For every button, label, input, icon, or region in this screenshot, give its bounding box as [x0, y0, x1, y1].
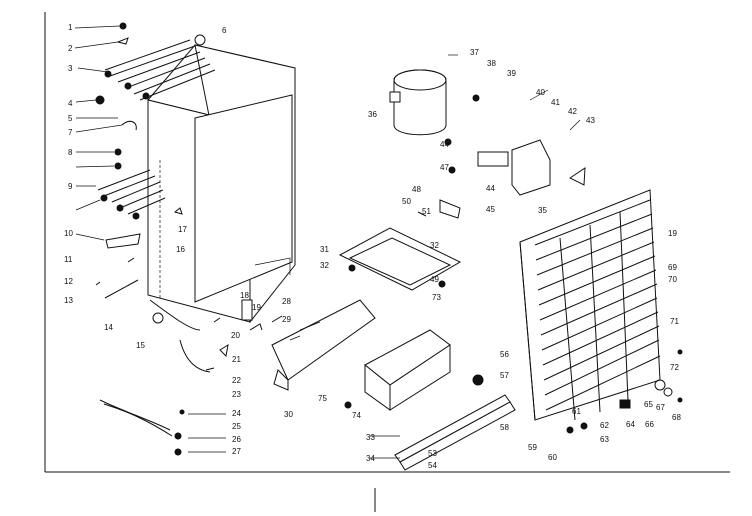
- callout-59: 59: [528, 443, 537, 452]
- back-panel: [271, 299, 376, 391]
- drain-pan: [344, 329, 451, 411]
- callout-49: 49: [430, 275, 439, 284]
- small-parts-left: [95, 22, 211, 456]
- callout-29: 29: [282, 315, 291, 324]
- callout-35: 35: [538, 206, 547, 215]
- callout-16: 16: [176, 245, 185, 254]
- callout-58: 58: [500, 423, 509, 432]
- callout-53: 53: [428, 449, 437, 458]
- callout-69: 69: [668, 263, 677, 272]
- leader-lines: [74, 25, 581, 459]
- callout-54: 54: [428, 461, 437, 470]
- condenser-coil: [519, 189, 661, 421]
- relay-capacitor: [417, 94, 586, 219]
- callout-18: 18: [240, 291, 249, 300]
- callout-51: 51: [422, 207, 431, 216]
- callout-44: 44: [486, 184, 495, 193]
- callout-25: 25: [232, 422, 241, 431]
- callout-26: 26: [232, 435, 241, 444]
- callout-5: 5: [68, 114, 73, 123]
- callout-74: 74: [352, 411, 361, 420]
- callout-61: 61: [572, 407, 581, 416]
- callout-66: 66: [645, 420, 654, 429]
- callout-70: 70: [668, 275, 677, 284]
- callout-47: 47: [440, 163, 449, 172]
- base-rail: [394, 394, 516, 471]
- callout-28: 28: [282, 297, 291, 306]
- callout-23: 23: [232, 390, 241, 399]
- callout-44b: 44: [440, 140, 449, 149]
- callout-63: 63: [600, 435, 609, 444]
- callout-43: 43: [586, 116, 595, 125]
- callout-19b: 19: [668, 229, 677, 238]
- callout-8: 8: [68, 148, 73, 157]
- callout-60: 60: [548, 453, 557, 462]
- callout-30: 30: [284, 410, 293, 419]
- callout-2: 2: [68, 44, 73, 53]
- compressor: [389, 69, 447, 136]
- callout-71: 71: [670, 317, 679, 326]
- callout-20: 20: [231, 331, 240, 340]
- evaporator-tubes-top: [104, 39, 216, 101]
- callout-45: 45: [486, 205, 495, 214]
- callout-labels: 1 2 3 4 5 6 7 8 9 10 11 12 13 14 15 16 1…: [64, 23, 681, 470]
- callout-48: 48: [412, 185, 421, 194]
- callout-72: 72: [670, 363, 679, 372]
- callout-19: 19: [252, 303, 261, 312]
- callout-56: 56: [500, 350, 509, 359]
- callout-64: 64: [626, 420, 635, 429]
- callout-34: 34: [366, 454, 375, 463]
- compressor-bracket: [338, 227, 462, 291]
- callout-50: 50: [402, 197, 411, 206]
- callout-11: 11: [64, 255, 73, 264]
- callout-15: 15: [136, 341, 145, 350]
- callout-57: 57: [500, 371, 509, 380]
- small-parts-right: [472, 349, 683, 434]
- cabinet-housing: [147, 44, 296, 331]
- callout-62: 62: [600, 421, 609, 430]
- callout-39: 39: [507, 69, 516, 78]
- callout-38: 38: [487, 59, 496, 68]
- callout-12: 12: [64, 277, 73, 286]
- callout-6: 6: [222, 26, 227, 35]
- callout-13: 13: [64, 296, 73, 305]
- control-parts: [205, 299, 283, 371]
- callout-32b: 32: [430, 241, 439, 250]
- callout-1: 1: [68, 23, 73, 32]
- diagram-frame: [44, 12, 730, 512]
- callout-75: 75: [318, 394, 327, 403]
- callout-27: 27: [232, 447, 241, 456]
- callout-31: 31: [320, 245, 329, 254]
- callout-10: 10: [64, 229, 73, 238]
- callout-37: 37: [470, 48, 479, 57]
- callout-21: 21: [232, 355, 241, 364]
- callout-3: 3: [68, 64, 73, 73]
- callout-65: 65: [644, 400, 653, 409]
- callout-67: 67: [656, 403, 665, 412]
- callout-24: 24: [232, 409, 241, 418]
- callout-32: 32: [320, 261, 329, 270]
- callout-68: 68: [672, 413, 681, 422]
- callout-36: 36: [368, 110, 377, 119]
- callout-17: 17: [178, 225, 187, 234]
- callout-33: 33: [366, 433, 375, 442]
- callout-14: 14: [104, 323, 113, 332]
- callout-4: 4: [68, 99, 73, 108]
- evaporator-tubes-lower: [97, 169, 166, 220]
- callout-41: 41: [551, 98, 560, 107]
- callout-73: 73: [432, 293, 441, 302]
- callout-7: 7: [68, 128, 73, 137]
- callout-9: 9: [68, 182, 73, 191]
- callout-22: 22: [232, 376, 241, 385]
- callout-40: 40: [536, 88, 545, 97]
- callout-42: 42: [568, 107, 577, 116]
